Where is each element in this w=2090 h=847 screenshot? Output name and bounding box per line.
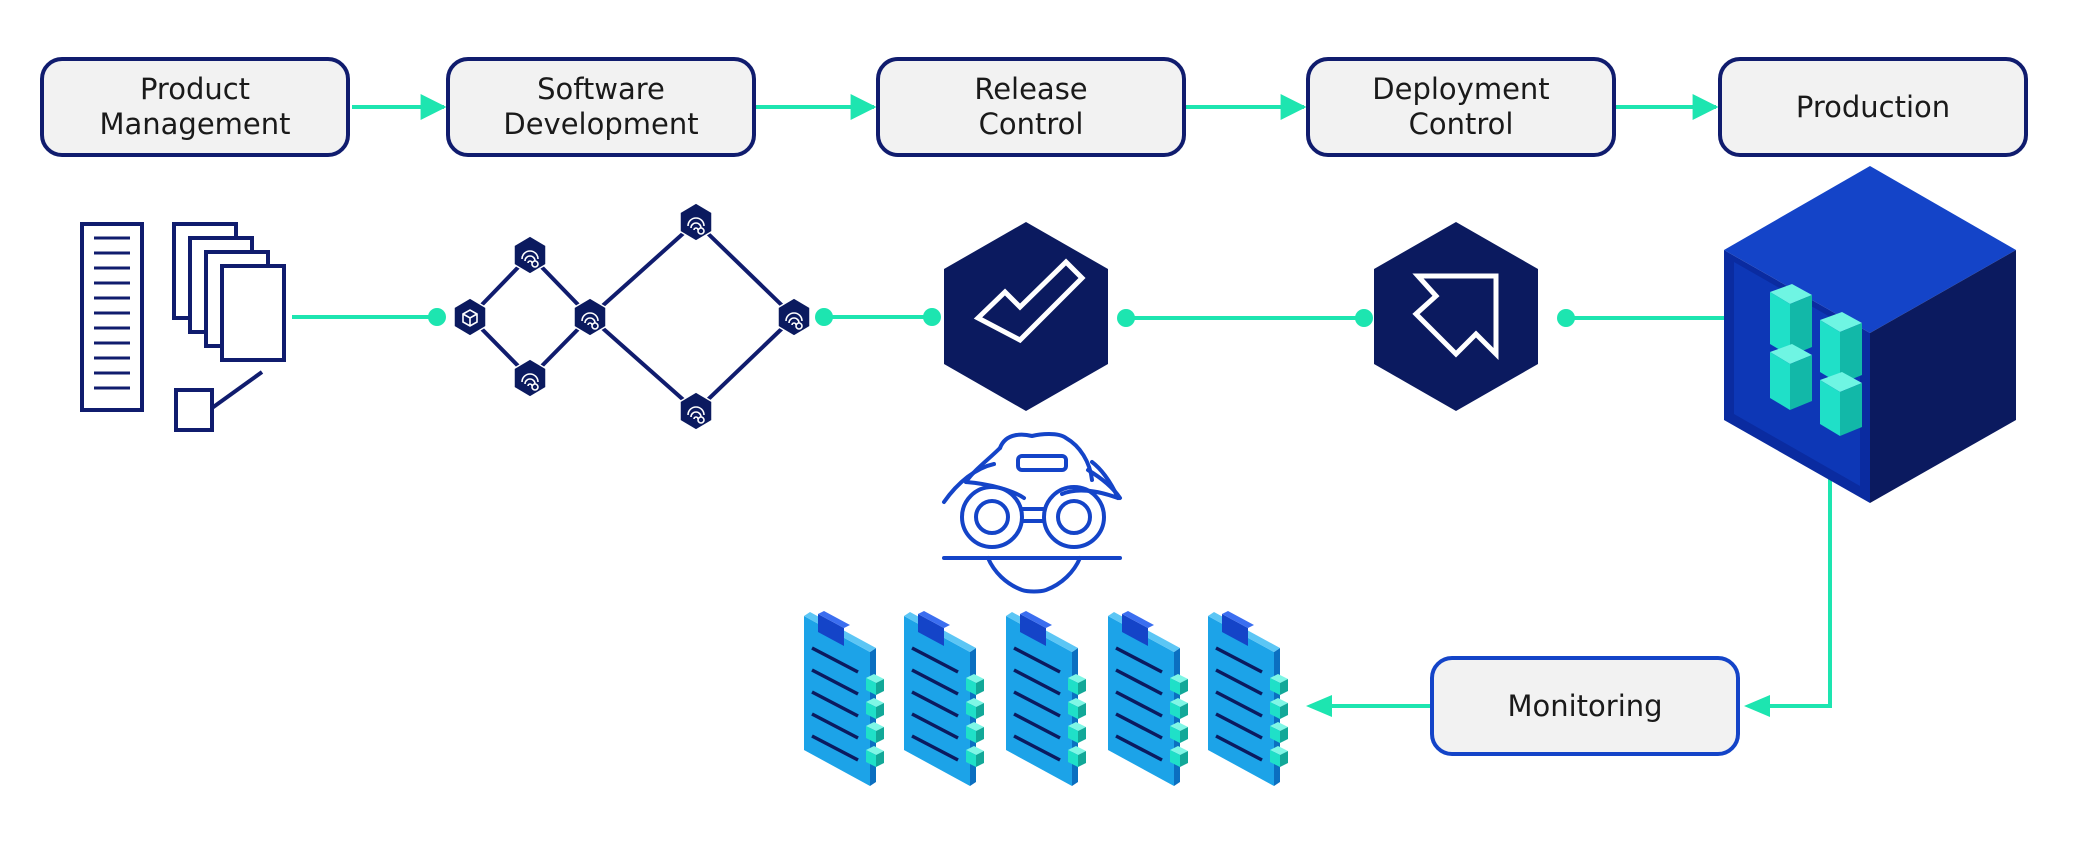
- connector-dot: [1355, 309, 1373, 327]
- product-management-stage: Product Management: [40, 57, 350, 157]
- report-clipboard-icon: [1006, 611, 1086, 786]
- network-node-hexagon: [453, 297, 487, 337]
- report-clipboard-icon: [904, 611, 984, 786]
- production-container-cube-icon: [1724, 166, 2016, 503]
- report-clipboard-icon: [1108, 611, 1188, 786]
- connector-dot: [815, 308, 833, 326]
- container-blocks: [1770, 284, 1862, 436]
- arrowhead-into-monitoring: [1744, 695, 1770, 717]
- deployment-control-stage: Deployment Control: [1306, 57, 1616, 157]
- connector-dots: [428, 308, 1575, 327]
- connector-arrowheads: [1306, 695, 1770, 717]
- deploy-arrow-hexagon-icon: [1374, 222, 1538, 411]
- binoculars-observer-icon: [942, 432, 1122, 594]
- branching-network-icon: [453, 202, 811, 431]
- software-development-stage: Software Development: [446, 57, 756, 157]
- monitoring-stage: Monitoring: [1430, 656, 1740, 756]
- release-control-stage: Release Control: [876, 57, 1186, 157]
- connector-dot: [1557, 309, 1575, 327]
- report-clipboard-icon: [804, 611, 884, 786]
- production-stage: Production: [1718, 57, 2028, 157]
- report-clipboards: [804, 611, 1288, 786]
- report-clipboard-icon: [1208, 611, 1288, 786]
- connector-dot: [923, 308, 941, 326]
- checkmark-hexagon-icon: [944, 222, 1108, 411]
- requirements-documents-icon: [80, 222, 286, 432]
- connector-production-to-monitoring: [1752, 475, 1832, 708]
- middle-connectors: [292, 315, 1832, 708]
- connector-dot: [428, 308, 446, 326]
- arrowhead-into-reports: [1306, 695, 1332, 717]
- connector-dot: [1117, 309, 1135, 327]
